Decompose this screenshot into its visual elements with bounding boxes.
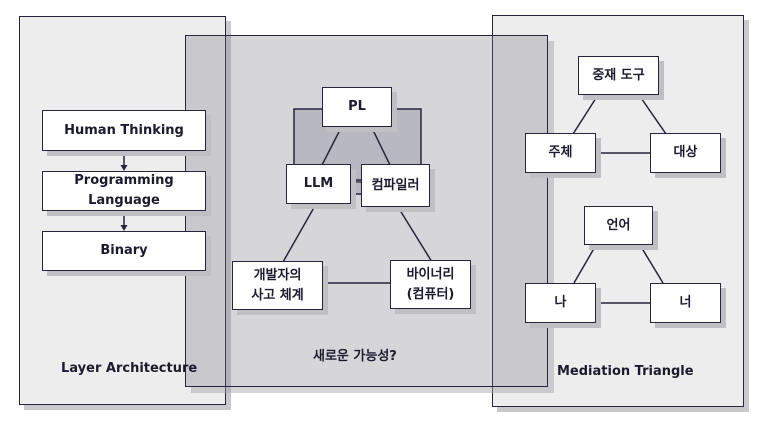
new-possibility-caption: 새로운 가능성? (313, 349, 397, 364)
developer-thinking-box: 개발자의 사고 체계 (232, 261, 323, 310)
mediation-triangle-title: Mediation Triangle (557, 364, 694, 379)
object-box: 대상 (650, 133, 721, 173)
me-box: 나 (525, 283, 596, 323)
compiler-box: 컴파일러 (361, 164, 430, 207)
subject-box: 주체 (525, 133, 596, 173)
mediation-tool-box: 중재 도구 (578, 56, 659, 95)
programming-language-box: Programming Language (42, 171, 206, 211)
layer-architecture-title: Layer Architecture (61, 361, 198, 376)
pl-box: PL (322, 87, 392, 127)
language-box: 언어 (584, 206, 653, 245)
binary-box: Binary (42, 231, 206, 271)
llm-box: LLM (286, 164, 351, 204)
binary-computer-box: 바이너리 (컴퓨터) (390, 260, 471, 309)
human-thinking-box: Human Thinking (42, 110, 206, 151)
you-box: 너 (650, 283, 721, 323)
